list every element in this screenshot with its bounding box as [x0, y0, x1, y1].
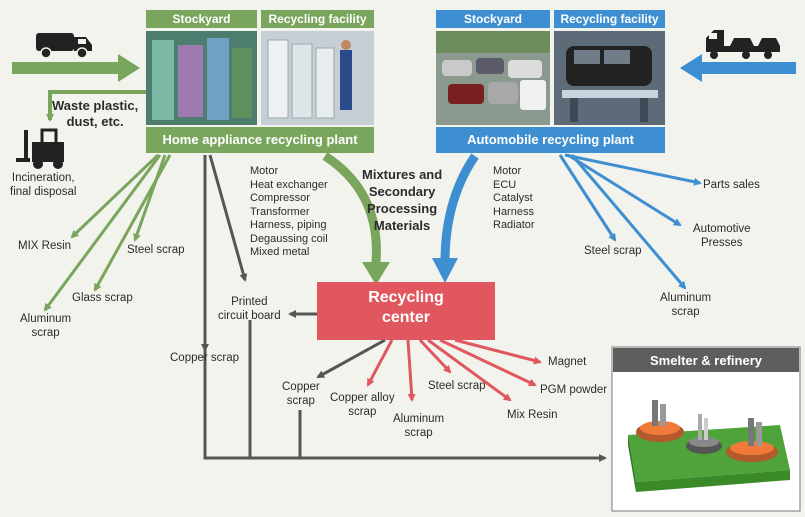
printed-circuit-board-label: Printed circuit board	[218, 296, 281, 322]
mixtures-label: Mixtures and Secondary Processing Materi…	[362, 167, 443, 233]
forklift-icon	[16, 128, 64, 169]
car-carrier-truck-icon	[706, 30, 780, 59]
component-item: Catalyst	[493, 192, 533, 204]
copper-scrap-label: Copper scrap	[170, 352, 240, 364]
copper-alloy-scrap-label: Copper alloy scrap	[330, 392, 395, 418]
component-item: Heat exchanger	[250, 178, 328, 191]
automobile-input-arrow	[680, 54, 796, 82]
component-item: Compressor	[250, 192, 310, 204]
photo-appliance-stockyard	[146, 31, 257, 125]
appliance-components-list: Motor Heat exchanger Compressor Transfor…	[250, 165, 328, 260]
photo-appliance-facility	[261, 31, 374, 125]
component-item: Motor	[250, 165, 279, 177]
center-steel-scrap-label: Steel scrap	[428, 380, 486, 392]
automotive-presses-label: Automotive Presses	[693, 223, 751, 249]
automobile-plant-label: Automobile recycling plant	[436, 127, 665, 153]
component-item: Mixed metal	[250, 246, 310, 258]
appliance-plant-label: Home appliance recycling plant	[146, 127, 374, 153]
component-item: Motor	[493, 165, 522, 177]
appliance-facility-header: Recycling facility	[261, 10, 374, 28]
recycling-center-title: Recycling center	[368, 289, 444, 326]
appliance-input-arrow	[12, 54, 140, 82]
appliance-stockyard-header: Stockyard	[146, 10, 257, 28]
appliance-aluminum-scrap-label: Aluminum scrap	[20, 313, 72, 339]
appliance-steel-scrap-label: Steel scrap	[127, 244, 185, 256]
waste-label: Waste plastic, dust, etc.	[52, 98, 139, 129]
photo-car-stockyard	[436, 31, 550, 125]
magnet-label: Magnet	[548, 356, 587, 368]
mix-resin-label: MIX Resin	[18, 240, 72, 252]
incineration-label: Incineration, final disposal	[10, 172, 77, 198]
truck-icon	[36, 33, 92, 59]
center-copper-scrap-label: Copper scrap	[282, 381, 320, 407]
auto-facility-header: Recycling facility	[554, 10, 665, 28]
photo-car-facility	[554, 31, 665, 125]
smelter-furnace-illustration	[628, 400, 790, 492]
center-aluminum-scrap-label: Aluminum scrap	[393, 413, 445, 439]
automobile-components-list: Motor ECU Catalyst Harness Radiator	[493, 165, 535, 233]
auto-steel-scrap-label: Steel scrap	[584, 245, 642, 257]
component-item: Degaussing coil	[250, 232, 328, 245]
waste-arrow	[46, 90, 148, 122]
center-mix-resin-label: Mix Resin	[507, 409, 558, 421]
component-item: ECU	[493, 178, 517, 191]
auto-aluminum-scrap-label: Aluminum scrap	[660, 292, 712, 318]
smelter-title: Smelter & refinery	[650, 353, 762, 368]
component-item: Harness	[493, 205, 534, 218]
recycling-center-box	[317, 282, 495, 340]
component-item: Transformer	[250, 205, 310, 218]
pgm-powder-label: PGM powder	[540, 384, 608, 396]
component-item: Radiator	[493, 219, 535, 231]
parts-sales-label: Parts sales	[703, 179, 760, 191]
component-item: Harness, piping	[250, 219, 327, 231]
auto-stockyard-header: Stockyard	[436, 10, 550, 28]
glass-scrap-label: Glass scrap	[72, 292, 133, 304]
